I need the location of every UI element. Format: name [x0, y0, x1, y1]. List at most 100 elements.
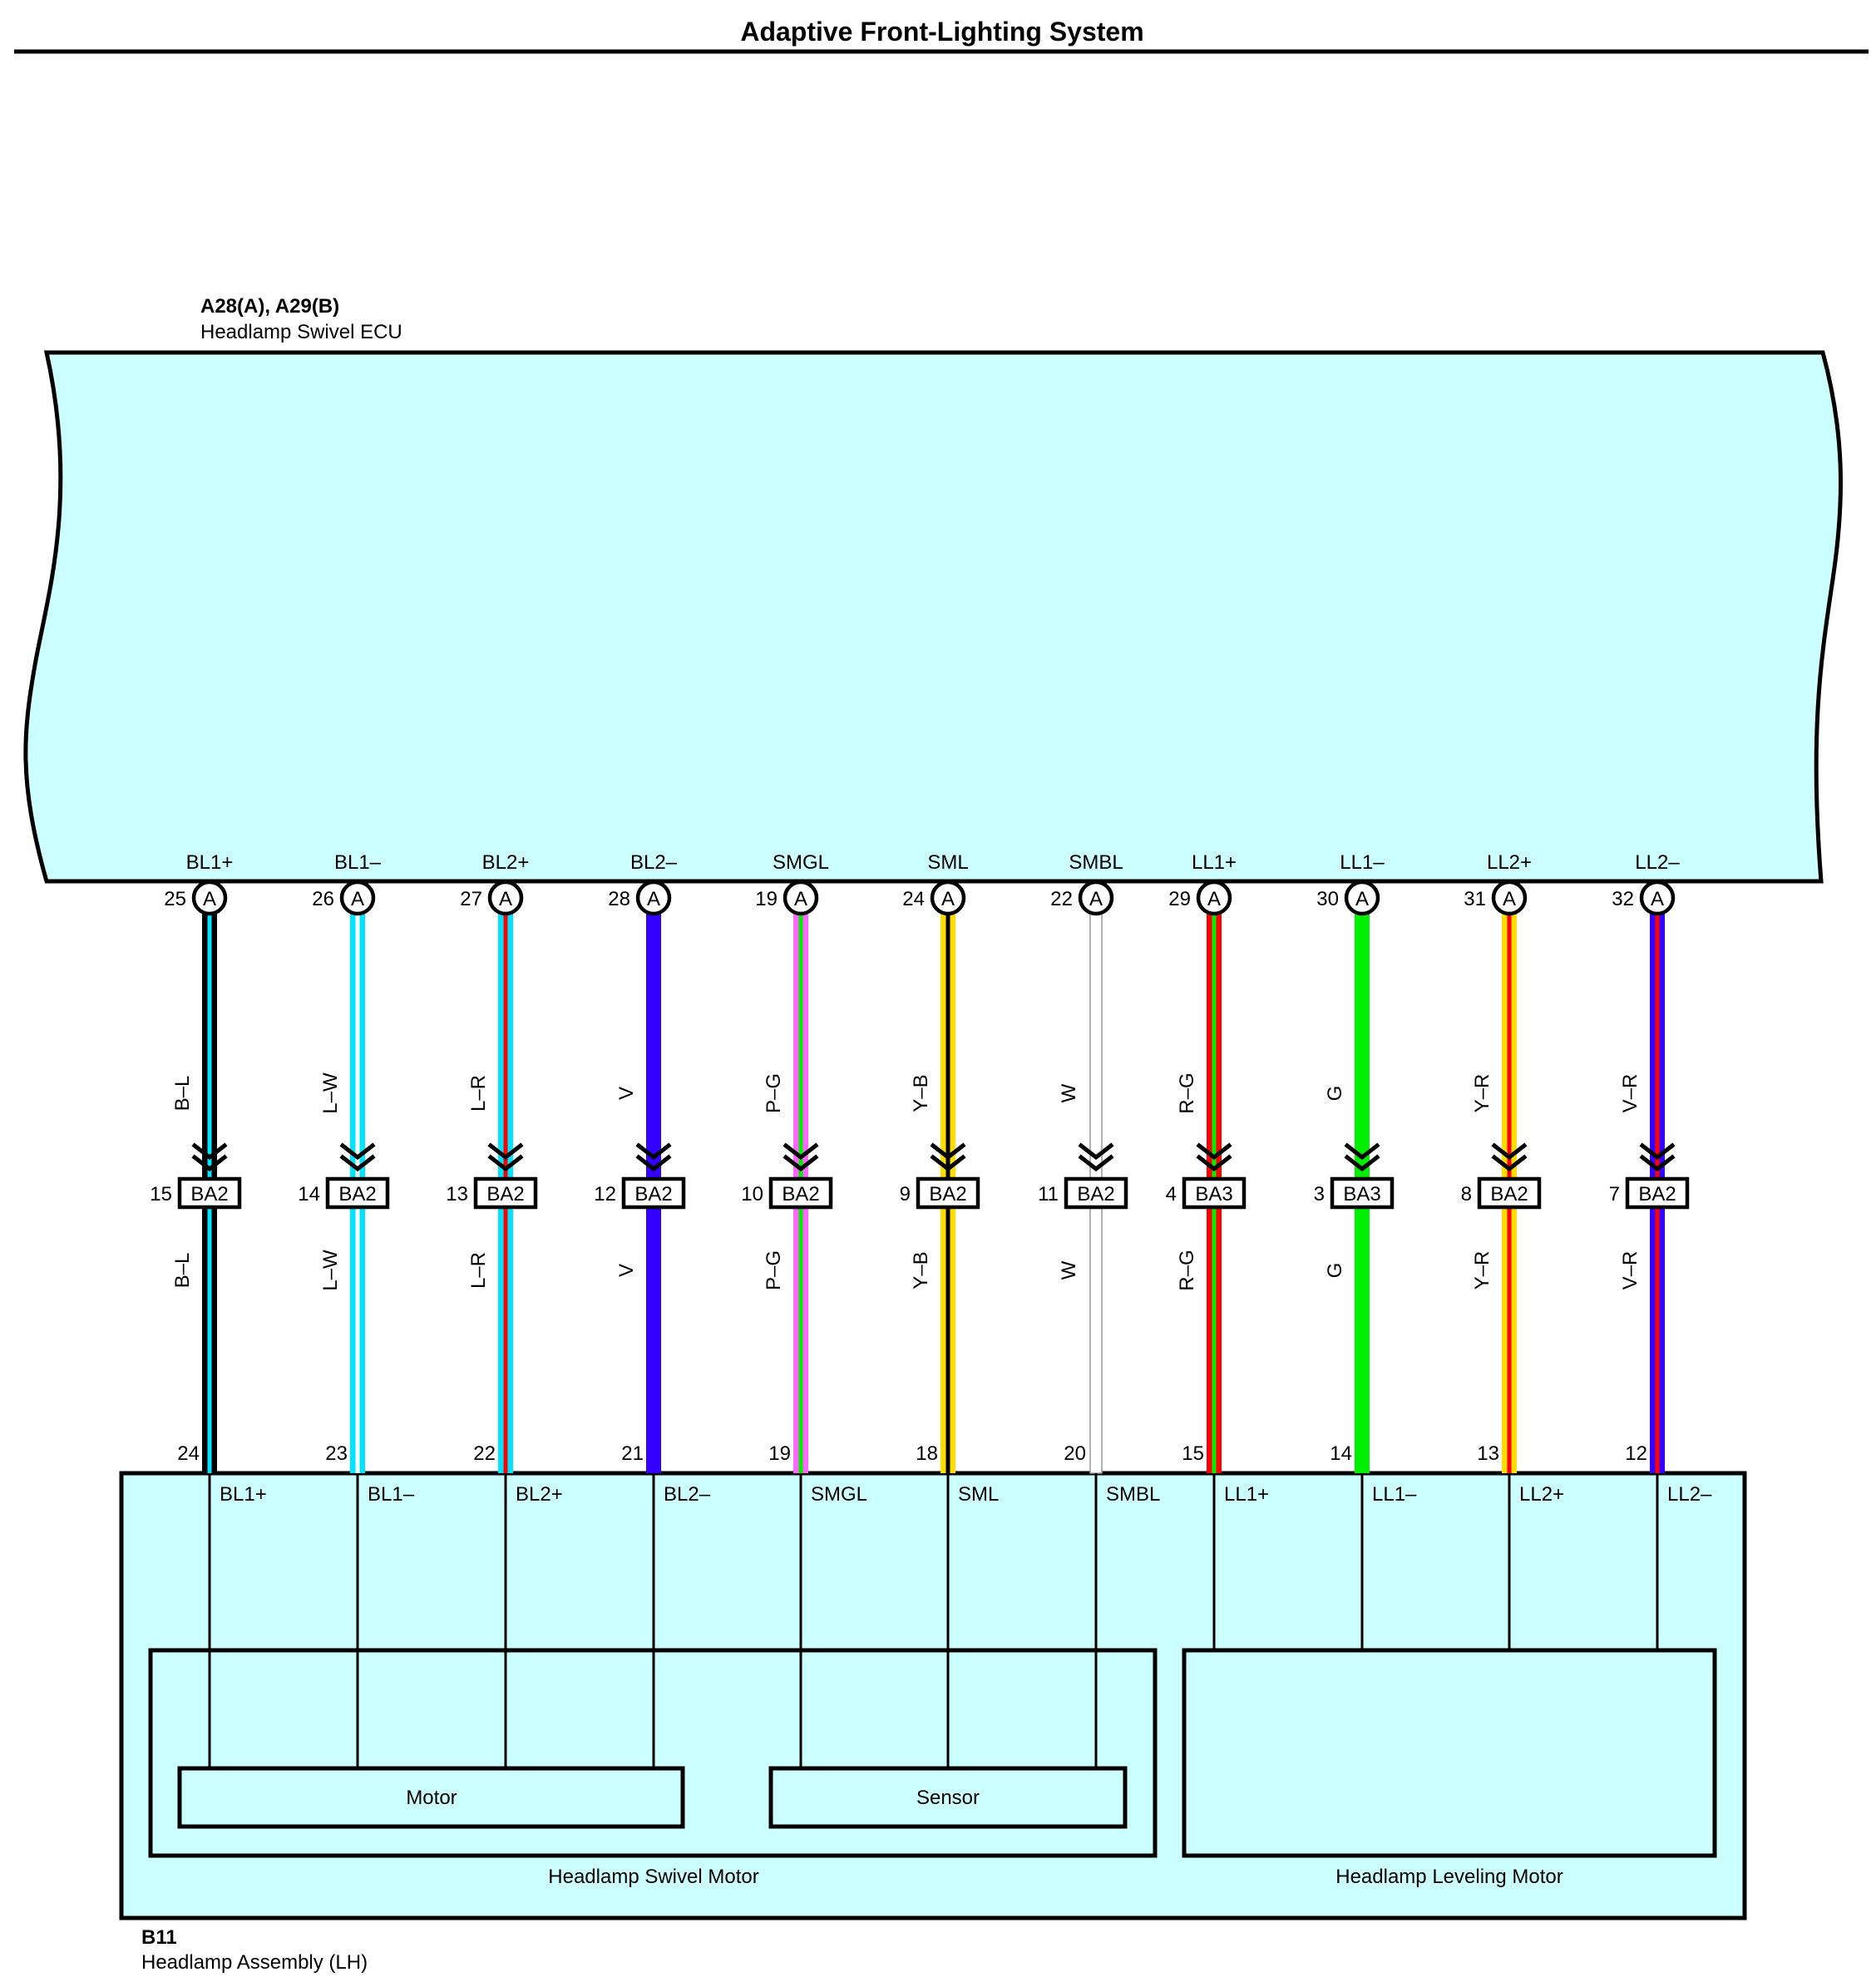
assembly-signal-label: LL2+ [1519, 1483, 1564, 1506]
inline-connector-box [325, 1176, 390, 1210]
wire-lower [940, 1204, 955, 1473]
connector-chevron-icon [1078, 1142, 1114, 1172]
ecu-signal-label: LL1– [1340, 851, 1385, 874]
ecu-pin-number: 25 [164, 888, 186, 910]
connector-chevron-icon [1196, 1142, 1232, 1172]
wire-color-label: Y–B [910, 1074, 932, 1112]
ecu-signal-label: SMGL [773, 851, 829, 874]
wire-color-label: G [1324, 1263, 1346, 1279]
assembly-pin-number: 15 [1182, 1442, 1204, 1465]
ecu-pin-marker [782, 880, 819, 916]
inline-connector-pin: 7 [1609, 1183, 1620, 1205]
motor-label: Motor [406, 1787, 457, 1809]
wire-upper [350, 913, 365, 1181]
inline-connector-name: BA2 [190, 1183, 228, 1205]
wire-color-label: P–G [763, 1073, 785, 1113]
wire-lower [1355, 1204, 1370, 1473]
swivel-motor-label: Headlamp Swivel Motor [548, 1866, 758, 1888]
inline-connector-box [177, 1176, 242, 1210]
assembly-signal-label: BL1– [368, 1483, 415, 1506]
wire-color-label: R–G [1176, 1250, 1198, 1290]
wire-color-label: W [1058, 1083, 1080, 1102]
ecu-signal-label: LL1+ [1192, 851, 1237, 874]
ecu-connector-letter: A [941, 888, 955, 910]
assembly-signal-label: SMBL [1106, 1483, 1160, 1506]
ecu-pin-number: 29 [1168, 888, 1191, 910]
inline-connector-pin: 10 [741, 1183, 763, 1205]
ecu-signal-label: BL2+ [482, 851, 530, 874]
ecu-pin-marker [1491, 880, 1528, 916]
inline-connector-pin: 11 [1038, 1183, 1059, 1205]
ecu-signal-label: SML [927, 851, 968, 874]
inline-connector-box [621, 1176, 686, 1210]
assembly-signal-label: LL1+ [1224, 1483, 1269, 1506]
ecu-pin-number: 26 [312, 888, 334, 910]
ecu-pin-marker [930, 880, 966, 916]
wire-color-label: W [1058, 1260, 1080, 1279]
ecu-pin-number: 27 [460, 888, 482, 910]
inline-connector-name: BA2 [1638, 1183, 1676, 1205]
ecu-pin-marker [339, 880, 376, 916]
inline-connector-box [916, 1176, 980, 1210]
inline-connector-pin: 3 [1314, 1183, 1325, 1205]
wire-color-label: L–W [319, 1250, 342, 1291]
ecu-connector-letter: A [203, 888, 216, 910]
inline-connector-name: BA2 [782, 1183, 819, 1205]
inline-connector-box [473, 1176, 538, 1210]
ecu-pin-number: 24 [902, 888, 925, 910]
wire-lower [350, 1204, 365, 1473]
inline-connector-box [1625, 1176, 1690, 1210]
connector-chevron-icon [1639, 1142, 1676, 1172]
ecu-signal-label: BL1– [334, 851, 382, 874]
assembly-signal-label: BL2+ [516, 1483, 563, 1506]
assembly-pin-number: 14 [1330, 1442, 1352, 1465]
headlamp-assembly-body [119, 1471, 1747, 1920]
assembly-signal-label: SML [958, 1483, 999, 1506]
wire-upper [1207, 913, 1222, 1181]
ecu-pin-marker [1344, 880, 1380, 916]
inline-connector-pin: 15 [150, 1183, 172, 1205]
wire-color-label: B–L [171, 1253, 194, 1289]
wire-upper [498, 913, 513, 1181]
inline-connector-pin: 13 [446, 1183, 468, 1205]
assembly-signal-label: BL1+ [220, 1483, 267, 1506]
inline-connector-box [1064, 1176, 1128, 1210]
wire-color-label: V [615, 1264, 638, 1277]
connector-chevron-icon [1344, 1142, 1380, 1172]
inline-connector-pin: 8 [1461, 1183, 1472, 1205]
ecu-pin-number: 19 [755, 888, 778, 910]
wire-color-label: V [615, 1087, 638, 1100]
wire-color-label: V–R [1619, 1074, 1642, 1113]
ecu-pin-marker [1639, 880, 1676, 916]
wire-lower [1089, 1203, 1103, 1474]
inline-connector-pin: 4 [1166, 1183, 1177, 1205]
ecu-connector-letter: A [1207, 888, 1221, 910]
inline-connector-name: BA2 [338, 1183, 376, 1205]
wire-upper [793, 913, 808, 1181]
sensor-label: Sensor [916, 1787, 980, 1809]
assembly-pin-number: 20 [1064, 1442, 1086, 1465]
connector-chevron-icon [782, 1142, 819, 1172]
wire-upper [940, 913, 955, 1181]
ecu-pin-number: 30 [1316, 888, 1339, 910]
wire-upper [1355, 913, 1370, 1181]
assembly-pin-number: 13 [1477, 1442, 1499, 1465]
wire-lower [202, 1204, 217, 1473]
wire-color-label: Y–B [910, 1251, 932, 1289]
wire-color-label: Y–R [1471, 1074, 1493, 1113]
wire-color-label: L–W [319, 1072, 342, 1114]
wire-color-label: G [1324, 1086, 1346, 1102]
leveling-motor-label: Headlamp Leveling Motor [1335, 1866, 1563, 1888]
assembly-code: B11 [141, 1926, 177, 1949]
ecu-connector-letter: A [1651, 888, 1664, 910]
wire-color-label: V–R [1619, 1251, 1642, 1290]
wire-upper [202, 913, 217, 1181]
diagram-title: Adaptive Front-Lighting System [740, 17, 1143, 47]
ecu-signal-label: LL2+ [1487, 851, 1532, 874]
assembly-signal-label: LL1– [1372, 1483, 1417, 1506]
assembly-pin-number: 19 [768, 1442, 791, 1465]
ecu-connector-letter: A [1503, 888, 1516, 910]
ecu-pin-marker [635, 880, 672, 916]
inline-connector-name: BA2 [634, 1183, 672, 1205]
